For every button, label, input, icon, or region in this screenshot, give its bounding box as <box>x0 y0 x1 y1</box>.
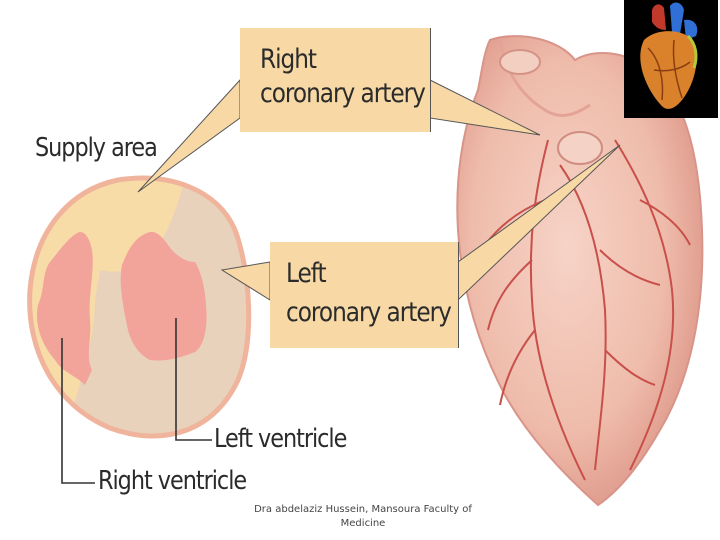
right-coronary-label-line1: Right <box>260 44 316 76</box>
right-coronary-label-line2: coronary artery <box>260 78 425 110</box>
heart-cross-section <box>0 160 249 450</box>
right-coronary-label-box: Right coronary artery <box>240 28 431 132</box>
slide-footer: Dra abdelaziz Hussein, Mansoura Faculty … <box>248 503 478 531</box>
left-coronary-label-box: Left coronary artery <box>270 242 459 348</box>
footer-line1: Dra abdelaziz Hussein, Mansoura Faculty … <box>248 503 478 517</box>
left-coronary-label-line1: Left <box>286 258 326 290</box>
left-coronary-label-line2: coronary artery <box>286 297 451 329</box>
heart-thumbnail-image <box>624 0 718 118</box>
right-ventricle-label: Right ventricle <box>98 466 246 496</box>
supply-area-label: Supply area <box>35 133 157 163</box>
left-ventricle-label: Left ventricle <box>214 424 346 454</box>
footer-line2: Medicine <box>248 517 478 531</box>
